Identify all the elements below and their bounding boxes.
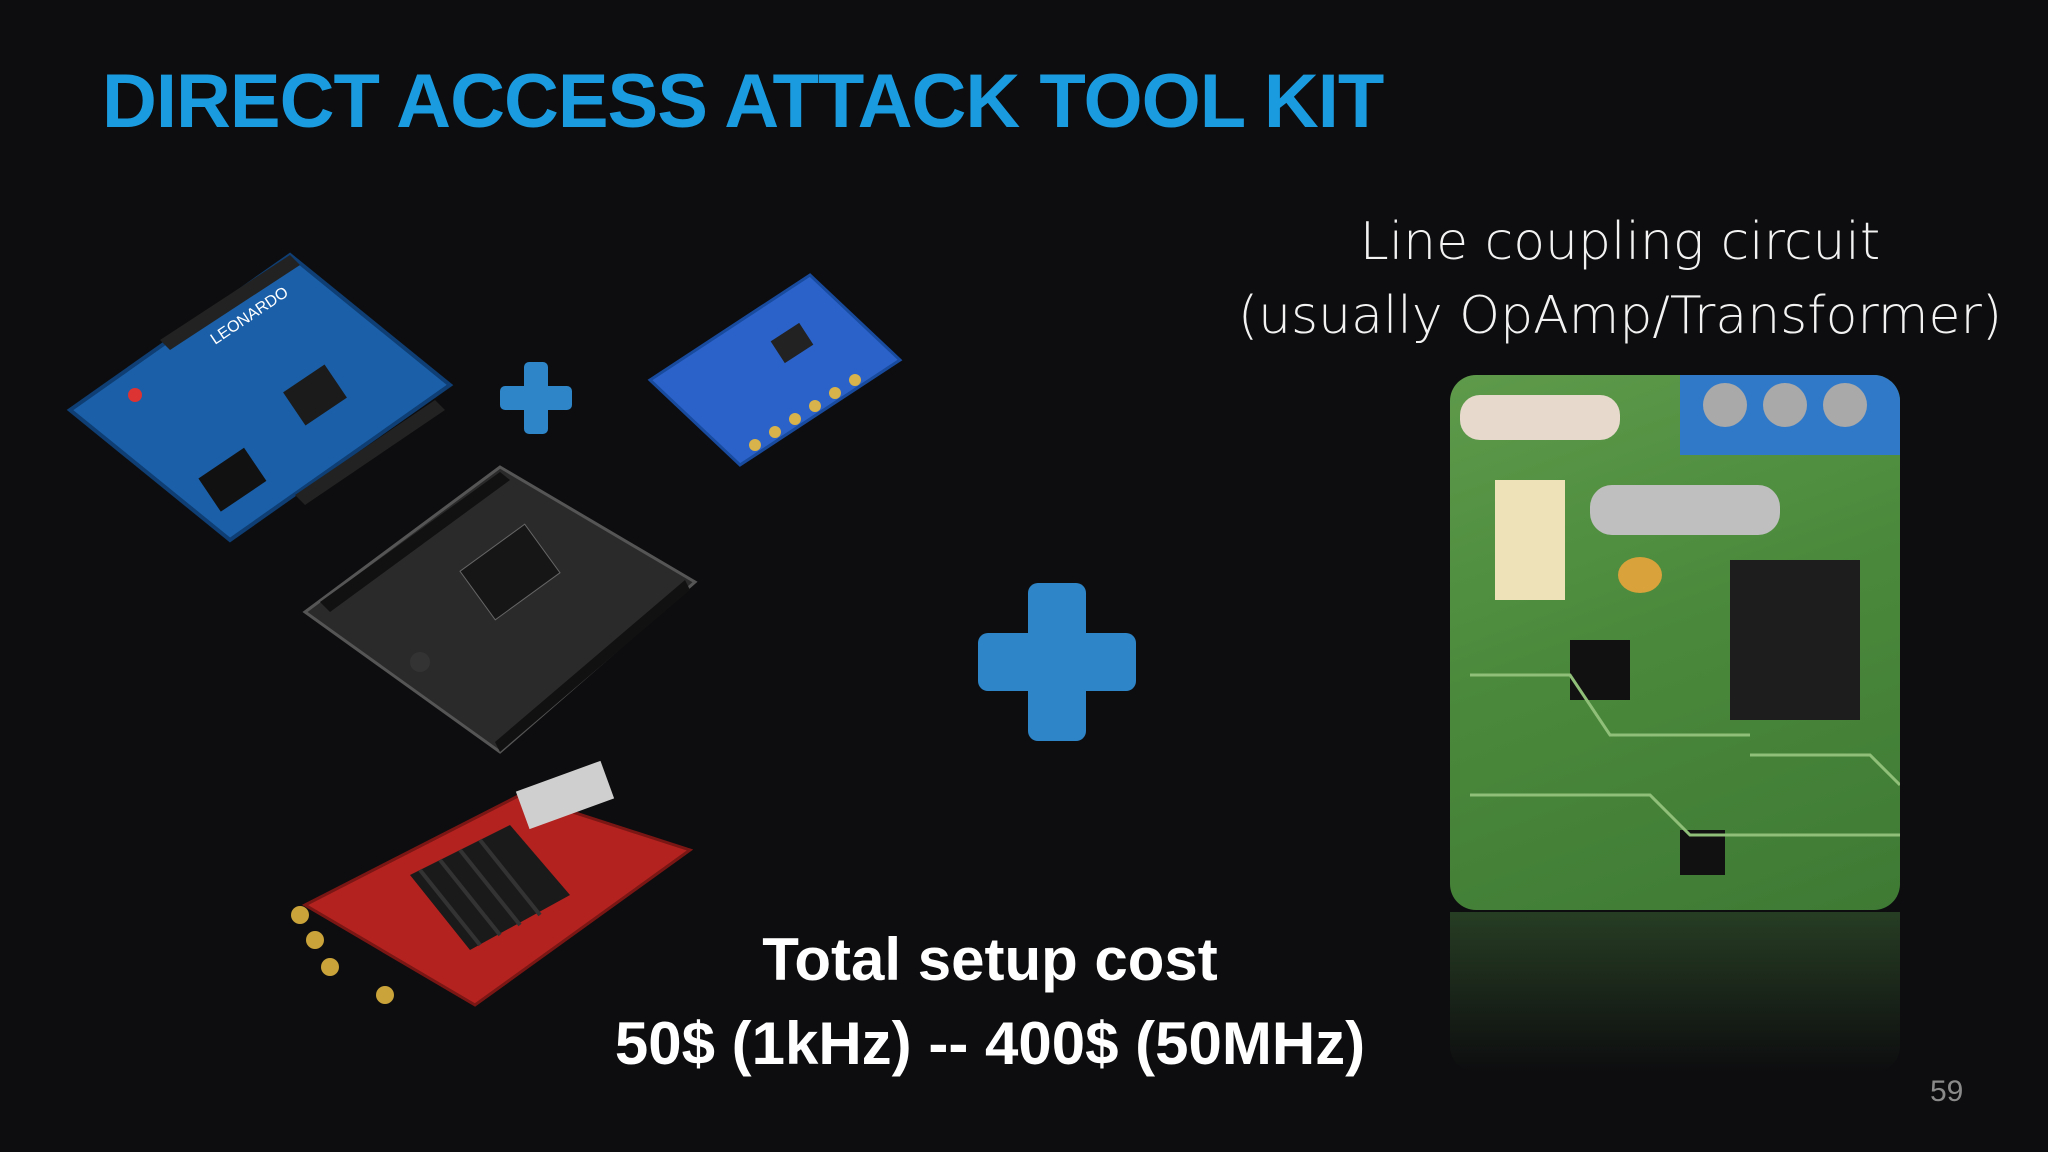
fpga-board-image	[302, 465, 698, 754]
caption-line-1: Line coupling circuit	[1359, 212, 1881, 272]
photo-reflection	[1450, 912, 1900, 1072]
coupling-caption: Line coupling circuit (usually OpAmp/Tra…	[1200, 205, 2040, 353]
coupling-circuit-photo	[1450, 375, 1900, 910]
plus-icon-large	[978, 583, 1136, 741]
cost-range: 50$ (1kHz) -- 400$ (50MHz)	[614, 1010, 1366, 1077]
clock-generator-board-image	[647, 273, 903, 467]
page-title: DIRECT ACCESS ATTACK TOOL KIT	[102, 59, 1384, 144]
plus-icon-small	[500, 362, 572, 434]
arduino-board-image: LEONARDO	[66, 252, 454, 543]
page-number: 59	[1930, 1075, 1964, 1108]
cost-label: Total setup cost	[762, 926, 1218, 993]
cost-summary: Total setup cost 50$ (1kHz) -- 400$ (50M…	[540, 918, 1440, 1086]
caption-line-2: (usually OpAmp/Transformer)	[1237, 286, 2003, 346]
red-pitaya-board-image	[291, 760, 694, 1007]
